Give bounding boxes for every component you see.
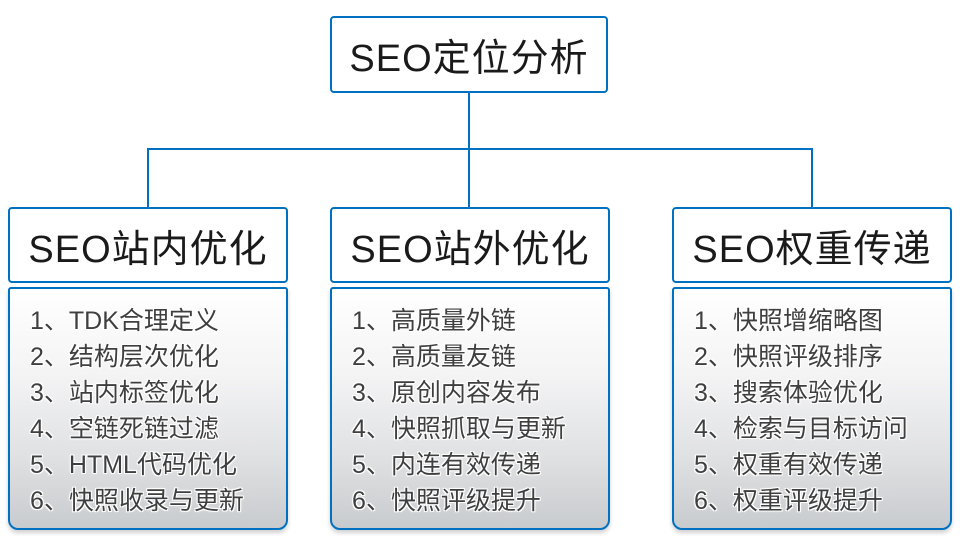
branch-item-list: 1、快照增缩略图 2、快照评级排序 3、搜索体验优化 4、检索与目标访问 5、权… bbox=[672, 287, 952, 530]
branch-item-list: 1、高质量外链 2、高质量友链 3、原创内容发布 4、快照抓取与更新 5、内连有… bbox=[330, 287, 610, 530]
branch-header-label: SEO站外优化 bbox=[350, 228, 590, 271]
list-item: 5、权重有效传递 bbox=[694, 451, 883, 479]
list-item: 1、快照增缩略图 bbox=[694, 307, 883, 335]
branch-header-box: SEO站内优化 bbox=[8, 207, 288, 283]
list-item: 5、HTML代码优化 bbox=[30, 451, 237, 479]
list-item: 3、搜索体验优化 bbox=[694, 379, 883, 407]
branch-header-box: SEO站外优化 bbox=[330, 207, 610, 283]
list-item: 3、原创内容发布 bbox=[352, 379, 541, 407]
list-item: 3、站内标签优化 bbox=[30, 379, 219, 407]
list-item: 2、高质量友链 bbox=[352, 343, 516, 371]
list-item: 2、快照评级排序 bbox=[694, 343, 883, 371]
list-item: 6、权重评级提升 bbox=[694, 487, 883, 515]
list-item: 6、快照评级提升 bbox=[352, 487, 541, 515]
root-node-seo-positioning: SEO定位分析 bbox=[330, 16, 608, 93]
list-item: 4、快照抓取与更新 bbox=[352, 415, 566, 443]
branch-item-list: 1、TDK合理定义 2、结构层次优化 3、站内标签优化 4、空链死链过滤 5、H… bbox=[8, 287, 288, 530]
branch-header-label: SEO站内优化 bbox=[28, 228, 268, 271]
list-item: 1、高质量外链 bbox=[352, 307, 516, 335]
branch-header-box: SEO权重传递 bbox=[672, 207, 952, 283]
list-item: 4、检索与目标访问 bbox=[694, 415, 908, 443]
list-item: 5、内连有效传递 bbox=[352, 451, 541, 479]
list-item: 4、空链死链过滤 bbox=[30, 415, 219, 443]
root-node-label: SEO定位分析 bbox=[349, 38, 589, 80]
list-item: 6、快照收录与更新 bbox=[30, 487, 244, 515]
branch-header-label: SEO权重传递 bbox=[692, 228, 932, 271]
list-item: 1、TDK合理定义 bbox=[30, 307, 219, 335]
list-item: 2、结构层次优化 bbox=[30, 343, 219, 371]
